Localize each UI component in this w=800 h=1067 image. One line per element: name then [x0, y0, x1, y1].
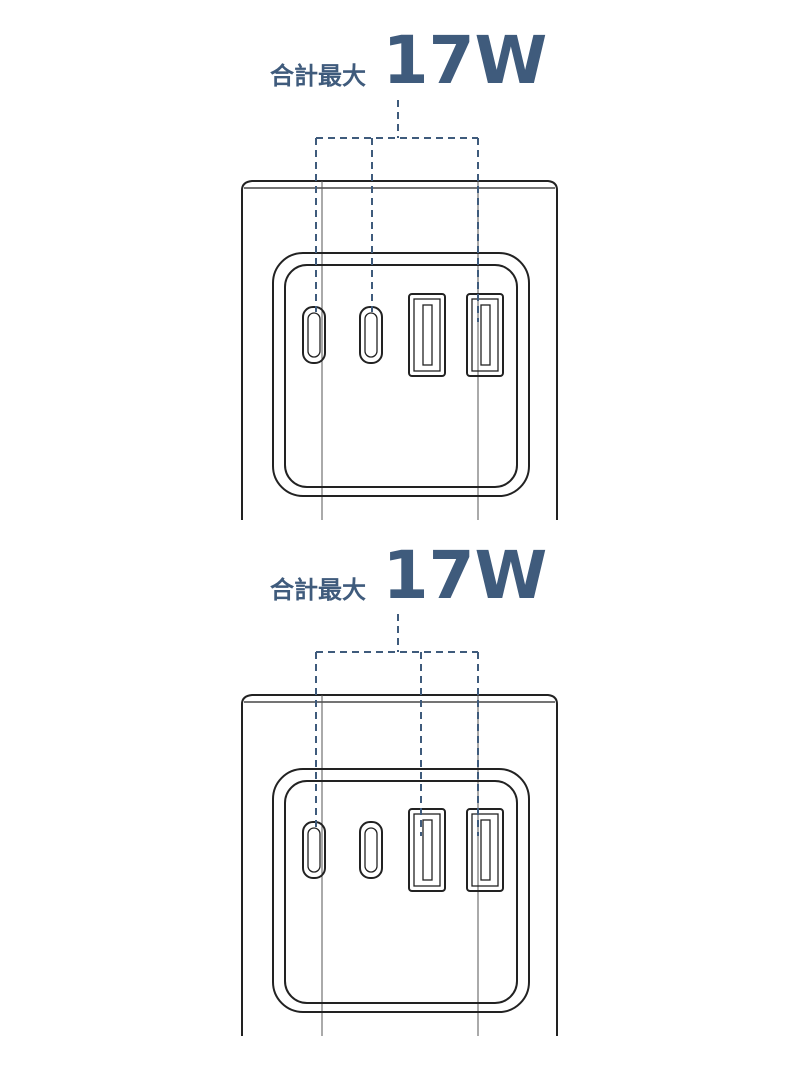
total-max-label: 合計最大: [270, 576, 366, 604]
port-panel: [272, 768, 530, 1013]
port-panel: [272, 252, 530, 497]
charger-drawing-1: 合計最大 17W: [241, 22, 558, 520]
power-value: 17W: [383, 537, 548, 614]
usb-a-port-1: [408, 808, 446, 892]
charger-body: [241, 694, 558, 1036]
usb-c-port-1: [302, 821, 326, 879]
usb-a-port-1: [408, 293, 446, 377]
dashed-connector: [315, 100, 479, 322]
usb-a-port-2: [466, 293, 504, 377]
usb-c-port-1: [302, 306, 326, 364]
dashed-connector: [315, 614, 479, 836]
usb-a-port-2: [466, 808, 504, 892]
charger-body: [241, 180, 558, 520]
usb-c-port-2: [359, 306, 383, 364]
usb-c-port-2: [359, 821, 383, 879]
port-diagram-panel-2: 合計最大 17W: [0, 516, 800, 1036]
power-value: 17W: [383, 22, 548, 99]
total-max-label: 合計最大: [270, 62, 366, 90]
port-diagram-panel-1: 合計最大 17W: [0, 0, 800, 520]
charger-drawing-2: 合計最大 17W: [241, 537, 558, 1036]
